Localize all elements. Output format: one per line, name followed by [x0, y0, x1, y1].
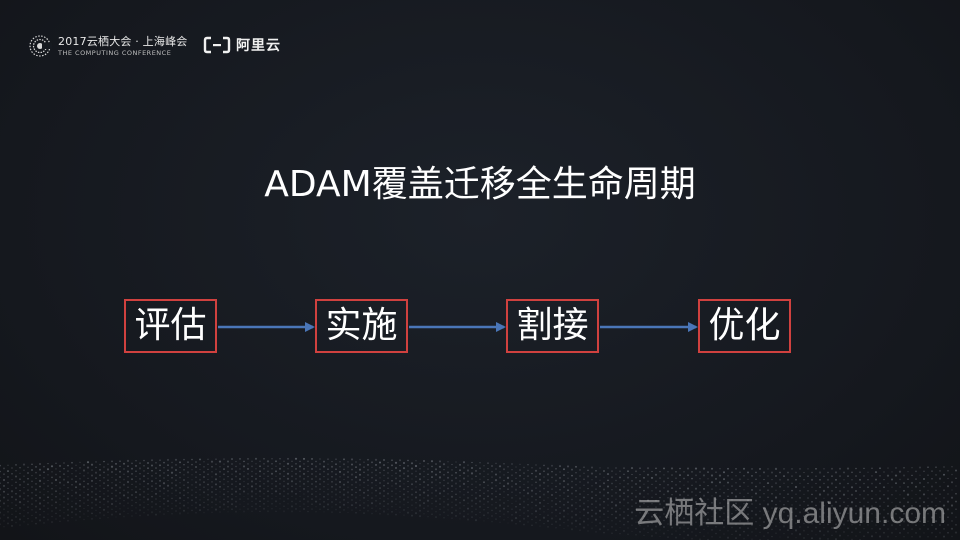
step-implement: 实施	[315, 299, 408, 353]
slide-title: ADAM覆盖迁移全生命周期	[264, 164, 696, 205]
step-optimize: 优化	[698, 299, 791, 353]
watermark: 云栖社区 yq.aliyun.com	[634, 497, 946, 530]
aliyun-logo: 阿里云	[203, 34, 281, 56]
conference-title: 2017云栖大会 · 上海峰会	[58, 34, 188, 48]
aliyun-bracket-icon	[203, 36, 231, 54]
globe-icon	[29, 35, 52, 57]
brand-name: 阿里云	[236, 38, 281, 54]
conference-logo: 2017云栖大会 · 上海峰会 THE COMPUTING CONFERENCE	[28, 32, 187, 60]
step-cutover: 割接	[506, 299, 599, 353]
conference-subtitle: THE COMPUTING CONFERENCE	[58, 48, 172, 57]
step-evaluate: 评估	[124, 299, 217, 353]
